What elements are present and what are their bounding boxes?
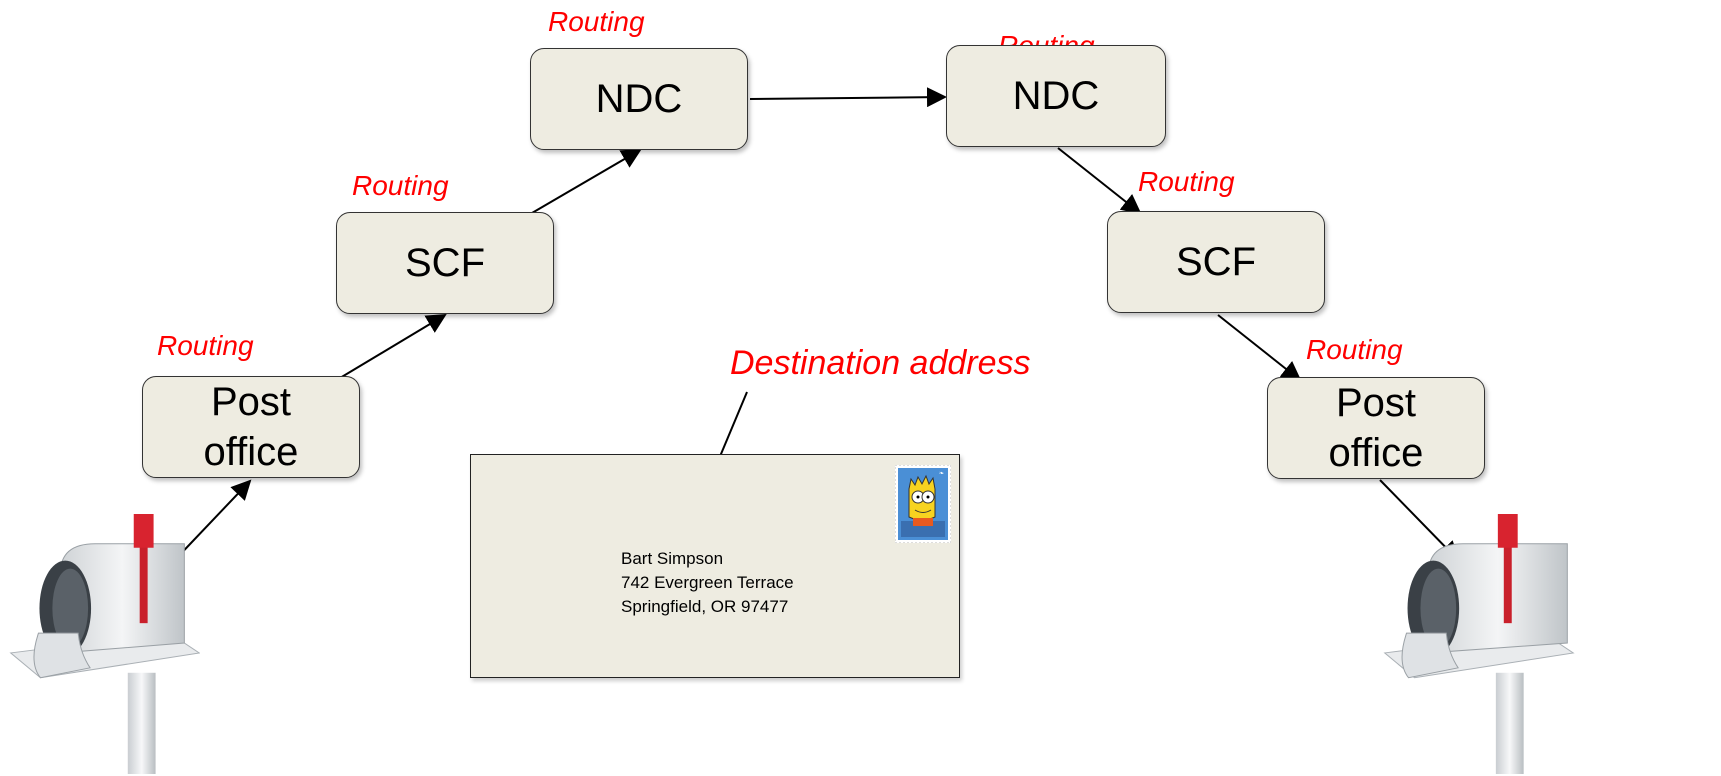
post-office-left-label: Post office [203, 380, 299, 474]
mailbox-left-icon [9, 514, 200, 774]
routing-label-scf-right: Routing [1138, 166, 1235, 197]
scf-right-node: SCF [1107, 211, 1325, 313]
post-office-right-label: Post office [1328, 381, 1424, 475]
address-line-street: 742 Evergreen Terrace [621, 573, 794, 592]
ndc-left-label: NDC [595, 77, 683, 121]
routing-label-scf-left: Routing [352, 170, 449, 201]
arrow-scf-to-postoffice [1217, 314, 1302, 382]
svg-text:❧: ❧ [939, 471, 944, 477]
ndc-right-label: NDC [1012, 74, 1100, 118]
address-line-city: Springfield, OR 97477 [621, 597, 789, 616]
post-office-left-node: Post office [142, 376, 360, 478]
routing-label-po-left: Routing [157, 330, 254, 361]
arrow-scf-to-ndc [531, 148, 642, 214]
routing-label-ndc-left: Routing [548, 6, 645, 37]
envelope: Bart Simpson 742 Evergreen Terrace Sprin… [470, 454, 960, 678]
arrow-postoffice-to-scf [339, 313, 447, 379]
arrow-mailbox-to-postoffice [171, 479, 252, 564]
address-line-name: Bart Simpson [621, 549, 724, 568]
post-office-right-node: Post office [1267, 377, 1485, 479]
routing-label-po-right: Routing [1306, 334, 1403, 365]
arrow-ndc-to-ndc [749, 87, 947, 108]
scf-left-node: SCF [336, 212, 554, 314]
ndc-left-node: NDC [530, 48, 748, 150]
envelope-address: Bart Simpson 742 Evergreen Terrace Sprin… [621, 547, 794, 619]
postage-stamp-icon: ❧ [895, 465, 951, 543]
arrow-ndc-to-scf [1057, 147, 1142, 215]
scf-left-label: SCF [405, 241, 485, 285]
scf-right-label: SCF [1176, 240, 1256, 284]
destination-address-label: Destination address [730, 344, 1031, 382]
mailbox-right-icon [1383, 514, 1575, 774]
ndc-right-node: NDC [946, 45, 1166, 147]
